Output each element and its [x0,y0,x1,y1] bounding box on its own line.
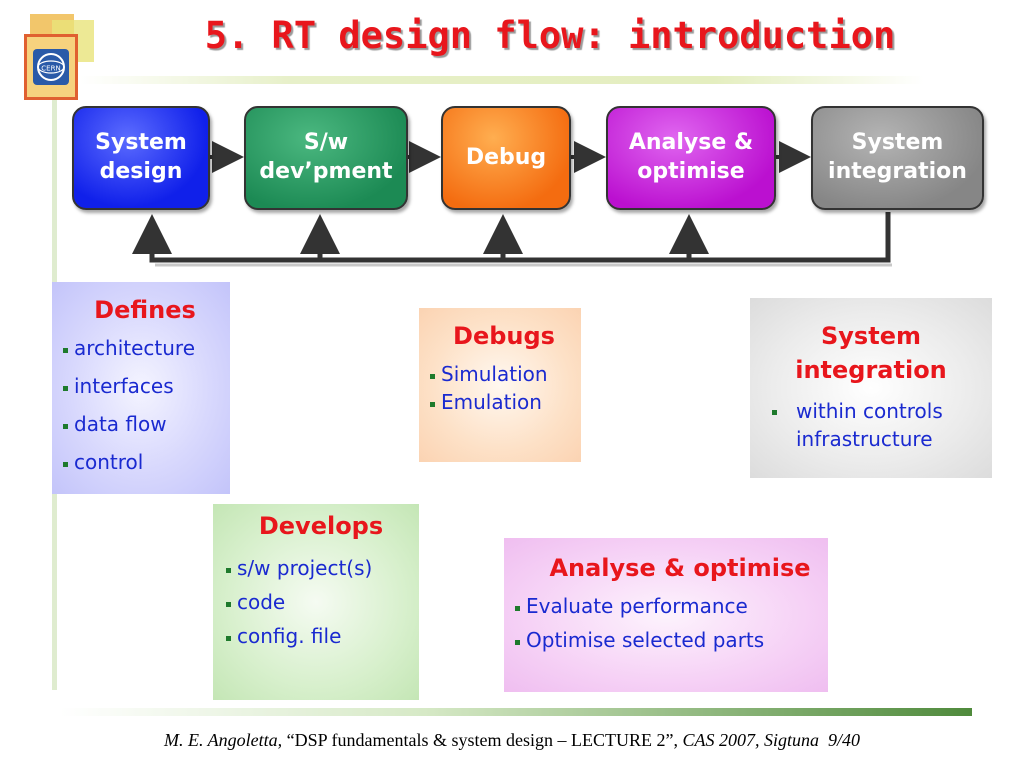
box-debug-list: Simulation Emulation [427,362,581,414]
footer-lecture: “DSP fundamentals & system design – LECT… [286,730,678,750]
cern-logo-emblem: CERN [33,49,69,85]
list-item: data flow [60,412,230,436]
box-debug: Debugs Simulation Emulation [419,308,581,462]
feedback-bus [149,212,891,263]
cern-logo: CERN [24,34,78,100]
title-underline [80,76,924,84]
stage-system-integration: System integration [811,106,984,210]
stage-analyse-optimise: Analyse & optimise [606,106,776,210]
slide-footer: M. E. Angoletta, “DSP fundamentals & sys… [0,730,1024,751]
list-item: s/w project(s) [223,556,419,580]
footer-rule [60,708,972,716]
box-system-integration-heading: System integration [795,322,947,384]
box-development-heading: Develops [258,512,384,540]
box-system-design: Defines architecture interfaces data flo… [52,282,230,494]
box-analyse-optimise: Analyse & optimise Evaluate performance … [504,538,828,692]
box-system-design-heading: Defines [94,296,196,324]
list-item: Simulation [427,362,581,386]
box-development: Develops s/w project(s) code config. fil… [213,504,419,700]
list-item: Evaluate performance [512,594,828,618]
list-item: architecture [60,336,230,360]
box-debug-heading: Debugs [453,322,555,350]
list-item: code [223,590,419,614]
box-system-integration: System integration within controls infra… [750,298,992,478]
box-analyse-optimise-heading: Analyse & optimise [549,554,811,582]
feedback-loop [132,212,891,263]
list-item: Emulation [427,390,581,414]
box-analyse-optimise-list: Evaluate performance Optimise selected p… [512,594,828,652]
list-item: within controls infrastructure [760,397,982,453]
stage-system-design: System design [72,106,210,210]
cern-logo-icon: CERN [37,53,65,81]
footer-event: CAS 2007, Sigtuna [682,730,819,750]
list-item: control [60,450,230,474]
box-development-list: s/w project(s) code config. file [223,556,419,648]
list-item: config. file [223,624,419,648]
list-item: interfaces [60,374,230,398]
footer-page-number: 9/40 [827,730,860,750]
stage-sw-development: S/w dev’pment [244,106,408,210]
box-system-integration-list: within controls infrastructure [760,397,982,453]
slide-title: 5. RT design flow: introduction [204,14,896,57]
stage-debug: Debug [441,106,571,210]
cern-logo-text: CERN [41,65,60,73]
footer-author: M. E. Angoletta, [164,730,283,750]
box-system-design-list: architecture interfaces data flow contro… [60,336,230,474]
list-item: Optimise selected parts [512,628,828,652]
